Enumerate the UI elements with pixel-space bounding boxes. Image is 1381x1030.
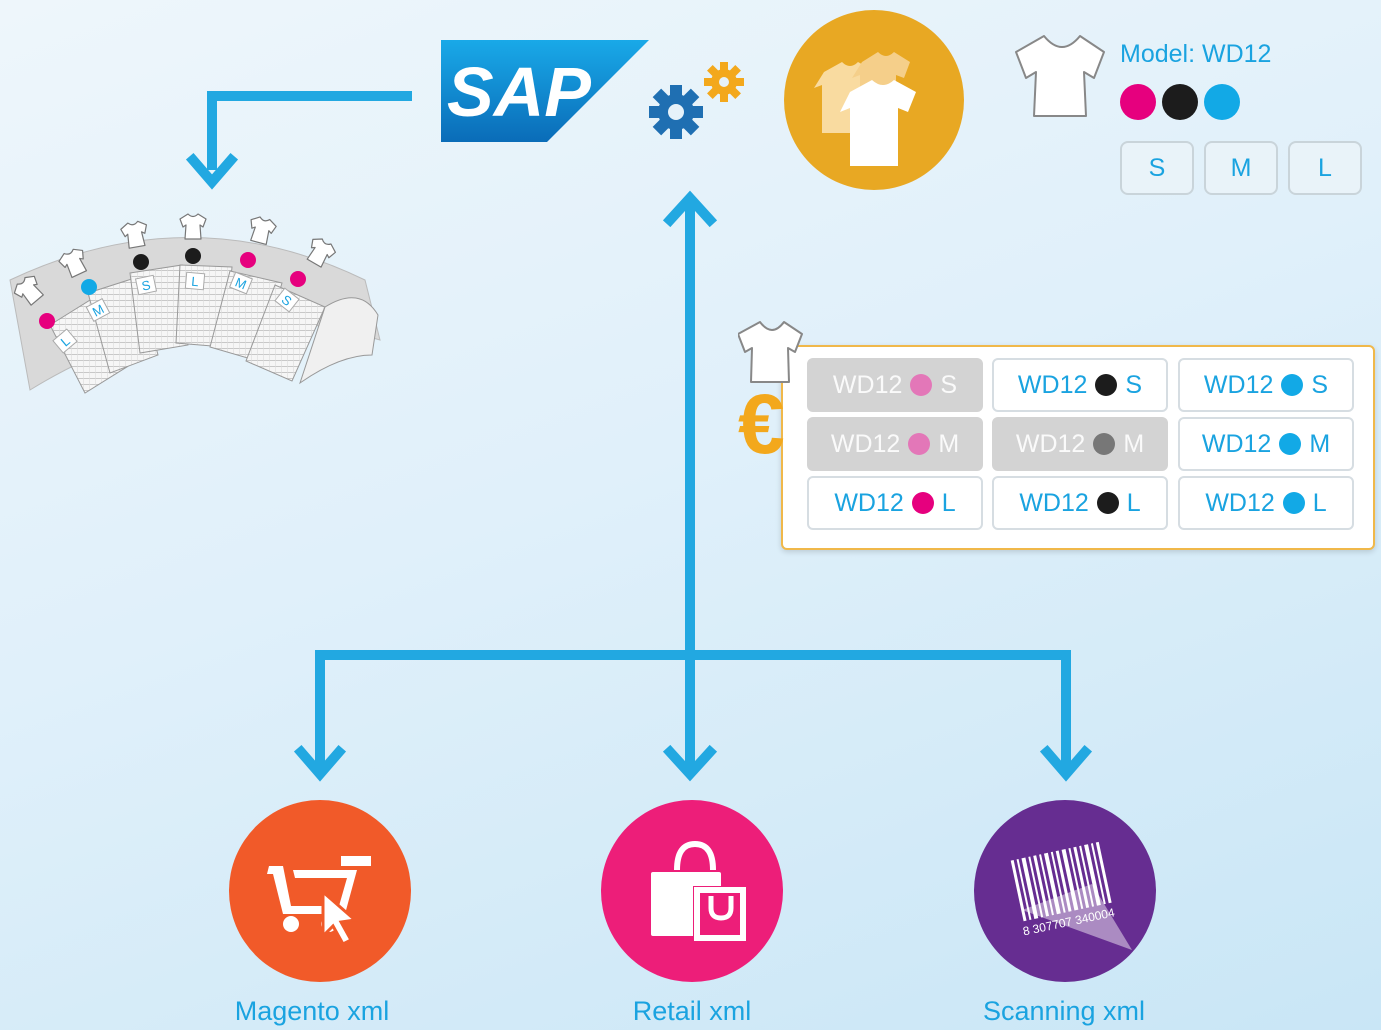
sku-size: L (1126, 488, 1141, 517)
model-color-swatches (1120, 84, 1240, 120)
retail-bags-icon (601, 800, 783, 982)
sku-color-dot (1093, 433, 1116, 455)
catalog-sheets-fan: L M S L M S (0, 205, 390, 400)
sku-color-dot (910, 374, 933, 396)
sku-size: L (1312, 488, 1327, 517)
model-tshirt-icon (1014, 30, 1110, 120)
size-option-s: S (1120, 141, 1194, 195)
sku-code: WD12 (830, 429, 901, 458)
barcode-scan-icon: 8 307707 340004 (974, 800, 1156, 982)
sku-cell: WD12 S (807, 358, 983, 412)
output-label-scanning: Scanning xml (982, 996, 1146, 1026)
sku-cell: WD12 L (992, 476, 1168, 530)
fan-sheet-label-4: L (191, 274, 200, 290)
sku-size: M (938, 429, 960, 458)
sku-cell: WD12 S (1178, 358, 1354, 412)
panel-tshirt-icon (738, 316, 806, 388)
size-option-m: M (1204, 141, 1278, 195)
sku-size: M (1123, 429, 1145, 458)
magento-cart-icon (229, 800, 411, 982)
sku-code: WD12 (1203, 370, 1274, 399)
euro-icon: € (738, 377, 785, 471)
sku-color-dot (1096, 492, 1119, 514)
sku-color-dot (1095, 374, 1118, 396)
output-label-magento: Magento xml (234, 996, 390, 1026)
sku-color-dot (908, 433, 931, 455)
color-swatch-blue (1204, 84, 1240, 120)
color-swatch-black (1162, 84, 1198, 120)
sku-code: WD12 (1015, 429, 1086, 458)
sku-cell: WD12 M (992, 417, 1168, 471)
sku-cell: WD12 L (1178, 476, 1354, 530)
sku-size: L (941, 488, 956, 517)
sku-code: WD12 (1201, 429, 1272, 458)
sku-code: WD12 (832, 370, 903, 399)
size-option-l: L (1288, 141, 1362, 195)
sku-size: S (1311, 370, 1329, 399)
sku-cell: WD12 M (807, 417, 983, 471)
sku-code: WD12 (1017, 370, 1088, 399)
output-label-retail: Retail xml (632, 996, 752, 1026)
gears-icon (640, 56, 760, 146)
sku-size: M (1309, 429, 1331, 458)
model-title: Model: WD12 (1120, 40, 1272, 68)
sku-cell: WD12 S (992, 358, 1168, 412)
sku-color-dot (1279, 433, 1302, 455)
color-swatch-magenta (1120, 84, 1156, 120)
sku-size: S (1125, 370, 1143, 399)
sap-logo-text: SAP (447, 53, 591, 131)
fan-sheet-label-3: S (140, 277, 152, 294)
sku-cell: WD12 L (807, 476, 983, 530)
sku-color-dot (1282, 492, 1305, 514)
sku-code: WD12 (1205, 488, 1275, 517)
products-tshirts-icon (784, 10, 964, 190)
sku-code: WD12 (1019, 488, 1089, 517)
sku-cell: WD12 M (1178, 417, 1354, 471)
sku-color-dot (911, 492, 934, 514)
fan-sheet-label-5: M (233, 274, 249, 292)
sap-logo: SAP (441, 40, 649, 142)
sku-color-dot (1281, 374, 1304, 396)
sku-code: WD12 (834, 488, 904, 517)
sku-size: S (940, 370, 958, 399)
